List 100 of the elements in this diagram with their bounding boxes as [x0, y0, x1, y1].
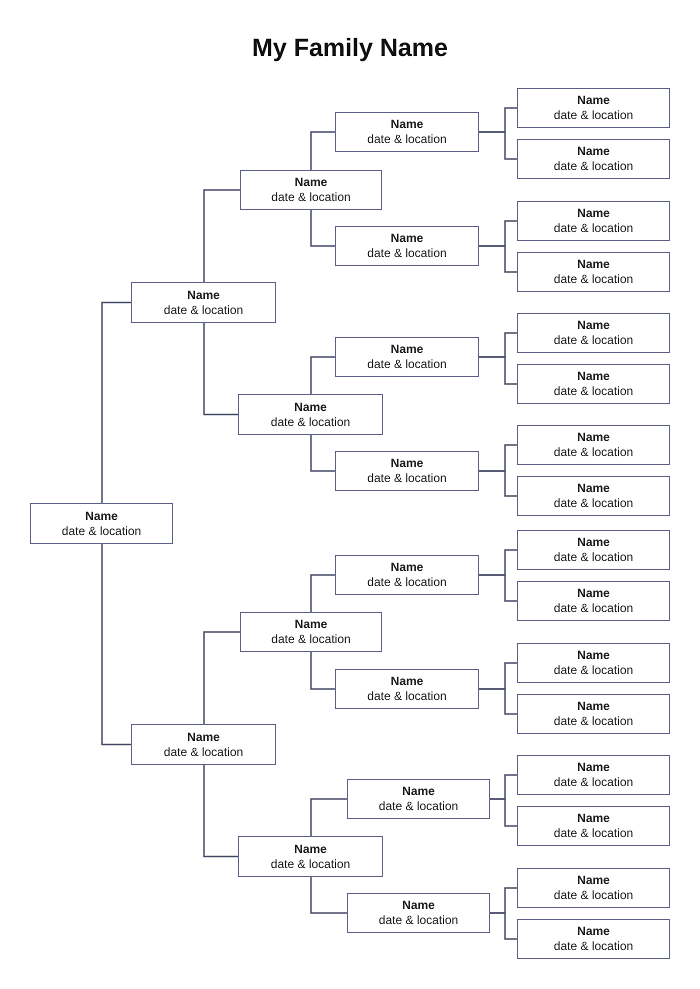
connector-line [310, 210, 335, 247]
title: My Family Name [251, 34, 449, 63]
date-location-label: date & location [554, 272, 634, 287]
person-box [517, 201, 670, 241]
connector-line [203, 189, 240, 282]
person-box [131, 282, 276, 323]
name-label: Name [577, 93, 610, 108]
name-label: Name [577, 873, 610, 888]
connector-line [203, 765, 238, 858]
name-label: Name [577, 318, 610, 333]
name-label: Name [577, 924, 610, 939]
person-box [517, 139, 670, 179]
person-box [517, 581, 670, 621]
name-label: Name [390, 560, 424, 575]
person-box [238, 836, 383, 877]
person-box [517, 88, 670, 128]
connector-line [203, 631, 240, 724]
name-label: Name [577, 586, 610, 601]
person-box [517, 476, 670, 516]
date-location-label: date & location [554, 159, 634, 174]
person-box [335, 337, 479, 377]
name-label: Name [577, 535, 610, 550]
person-box [517, 806, 670, 846]
connector-line [101, 302, 131, 503]
date-location-label: date & location [554, 550, 634, 565]
date-location-label: date & location [270, 856, 350, 872]
name-label: Name [402, 784, 435, 799]
name-label: Name [294, 617, 328, 632]
connector-line [479, 574, 517, 602]
person-box [517, 252, 670, 292]
date-location-label: date & location [367, 132, 447, 147]
person-box [517, 643, 670, 683]
date-location-label: date & location [554, 221, 634, 236]
person-box [517, 425, 670, 465]
name-label: Name [577, 369, 610, 384]
name-label: Name [390, 117, 424, 132]
date-location-label: date & location [554, 775, 634, 790]
name-label: Name [294, 842, 327, 856]
person-box [30, 503, 173, 544]
name-label: Name [577, 144, 610, 159]
date-location-label: date & location [554, 601, 634, 616]
name-label: Name [294, 175, 328, 190]
connector-line [101, 544, 131, 746]
date-location-label: date & location [554, 384, 634, 399]
date-location-label: date & location [554, 888, 634, 903]
person-box [517, 364, 670, 404]
name-label: Name [390, 456, 424, 471]
name-label: Name [577, 257, 610, 272]
name-label: Name [187, 288, 220, 302]
person-box [517, 694, 670, 734]
name-label: Name [390, 342, 424, 357]
connector-line [310, 131, 335, 170]
connector-line [310, 435, 335, 472]
date-location-label: date & location [378, 913, 458, 928]
date-location-label: date & location [554, 663, 634, 678]
person-box [517, 313, 670, 353]
date-location-label: date & location [271, 632, 351, 647]
date-location-label: date & location [367, 357, 447, 372]
connector-line [479, 688, 517, 715]
person-box [240, 170, 382, 210]
date-location-label: date & location [164, 302, 244, 318]
connector-line [479, 356, 517, 385]
connector-line [310, 652, 335, 690]
person-box [240, 612, 382, 652]
date-location-label: date & location [554, 108, 634, 123]
name-label: Name [294, 400, 327, 414]
date-location-label: date & location [164, 744, 244, 760]
date-location-label: date & location [62, 524, 142, 538]
connector-line [310, 356, 335, 394]
connector-line [490, 912, 517, 940]
person-box [517, 755, 670, 795]
person-box [335, 555, 479, 595]
date-location-label: date & location [270, 414, 350, 430]
name-label: Name [390, 231, 424, 246]
person-box [347, 893, 490, 933]
date-location-label: date & location [271, 190, 351, 205]
name-label: Name [577, 811, 610, 826]
connector-line [310, 798, 347, 836]
name-label: Name [577, 206, 610, 221]
date-location-label: date & location [367, 246, 447, 261]
name-label: Name [577, 699, 610, 714]
date-location-label: date & location [367, 471, 447, 486]
person-box [335, 669, 479, 709]
person-box [517, 868, 670, 908]
person-box [335, 451, 479, 491]
date-location-label: date & location [554, 714, 634, 729]
date-location-label: date & location [367, 575, 447, 590]
name-label: Name [577, 648, 610, 663]
name-label: Name [577, 481, 610, 496]
person-box [335, 112, 479, 152]
connector-line [479, 245, 517, 273]
date-location-label: date & location [367, 689, 447, 704]
date-location-label: date & location [378, 799, 458, 814]
name-label: Name [390, 674, 424, 689]
name-label: Name [577, 760, 610, 775]
name-label: Name [187, 730, 220, 744]
connector-line [203, 323, 238, 416]
person-box [335, 226, 479, 266]
connector-line [479, 470, 517, 497]
name-label: Name [402, 898, 435, 913]
